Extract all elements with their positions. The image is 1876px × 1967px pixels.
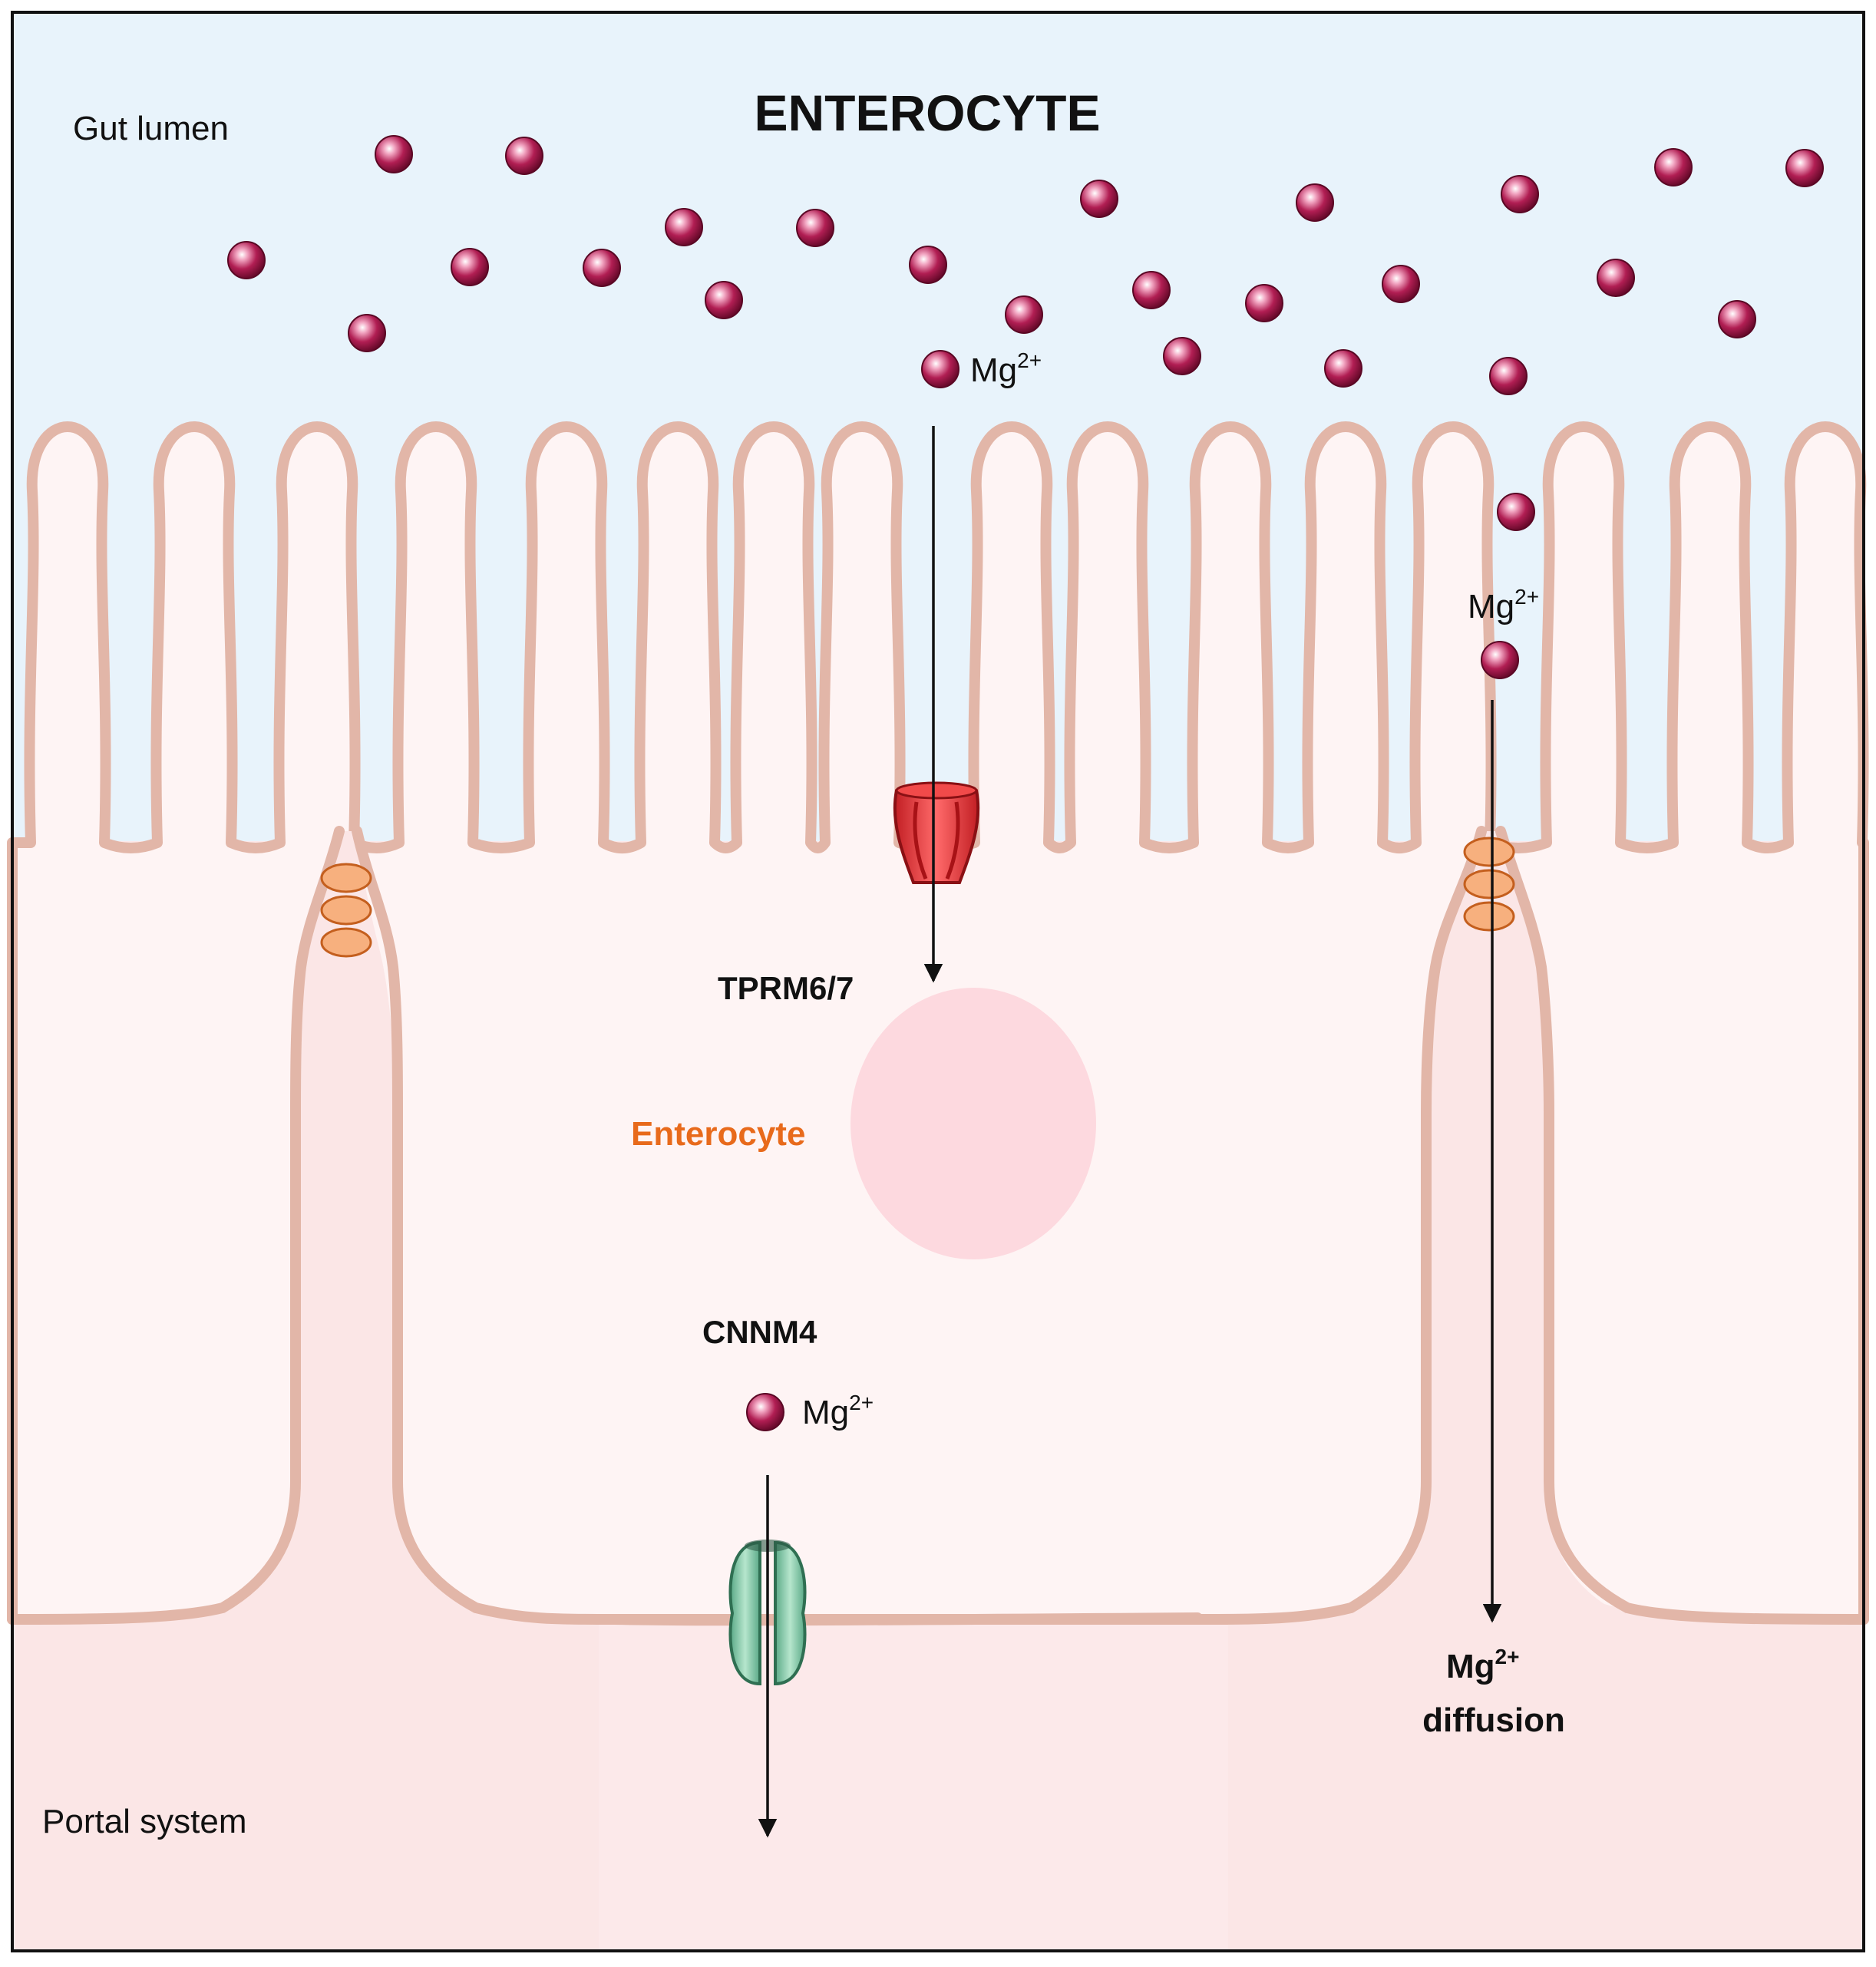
portal-system-label: Portal system xyxy=(42,1803,247,1840)
diagram-frame xyxy=(11,11,1865,1952)
diagram-title: ENTEROCYTE xyxy=(754,84,1100,141)
enterocyte-label: Enterocyte xyxy=(631,1115,805,1153)
mg-diffusion-label: Mg2+ xyxy=(1446,1645,1519,1685)
trpm-channel-icon xyxy=(893,781,980,884)
basolateral-membrane xyxy=(609,1612,1203,1626)
cnnm4-label: CNNM4 xyxy=(702,1314,817,1350)
lateral-space-left xyxy=(12,831,599,1951)
mg-label-paracellular: Mg2+ xyxy=(1468,585,1539,625)
diffusion-label: diffusion xyxy=(1422,1701,1565,1739)
cnnm4-transporter-icon xyxy=(728,1540,807,1686)
tight-junction-icon xyxy=(320,863,372,958)
nucleus xyxy=(850,988,1096,1259)
trpm-label: TPRM6/7 xyxy=(718,970,854,1006)
gut-lumen-label: Gut lumen xyxy=(73,110,229,147)
lateral-membranes xyxy=(7,826,1869,1625)
mg-label-apical: Mg2+ xyxy=(970,348,1042,389)
mg-label-basolateral: Mg2+ xyxy=(802,1391,874,1431)
tight-junction-icon xyxy=(1463,837,1515,932)
